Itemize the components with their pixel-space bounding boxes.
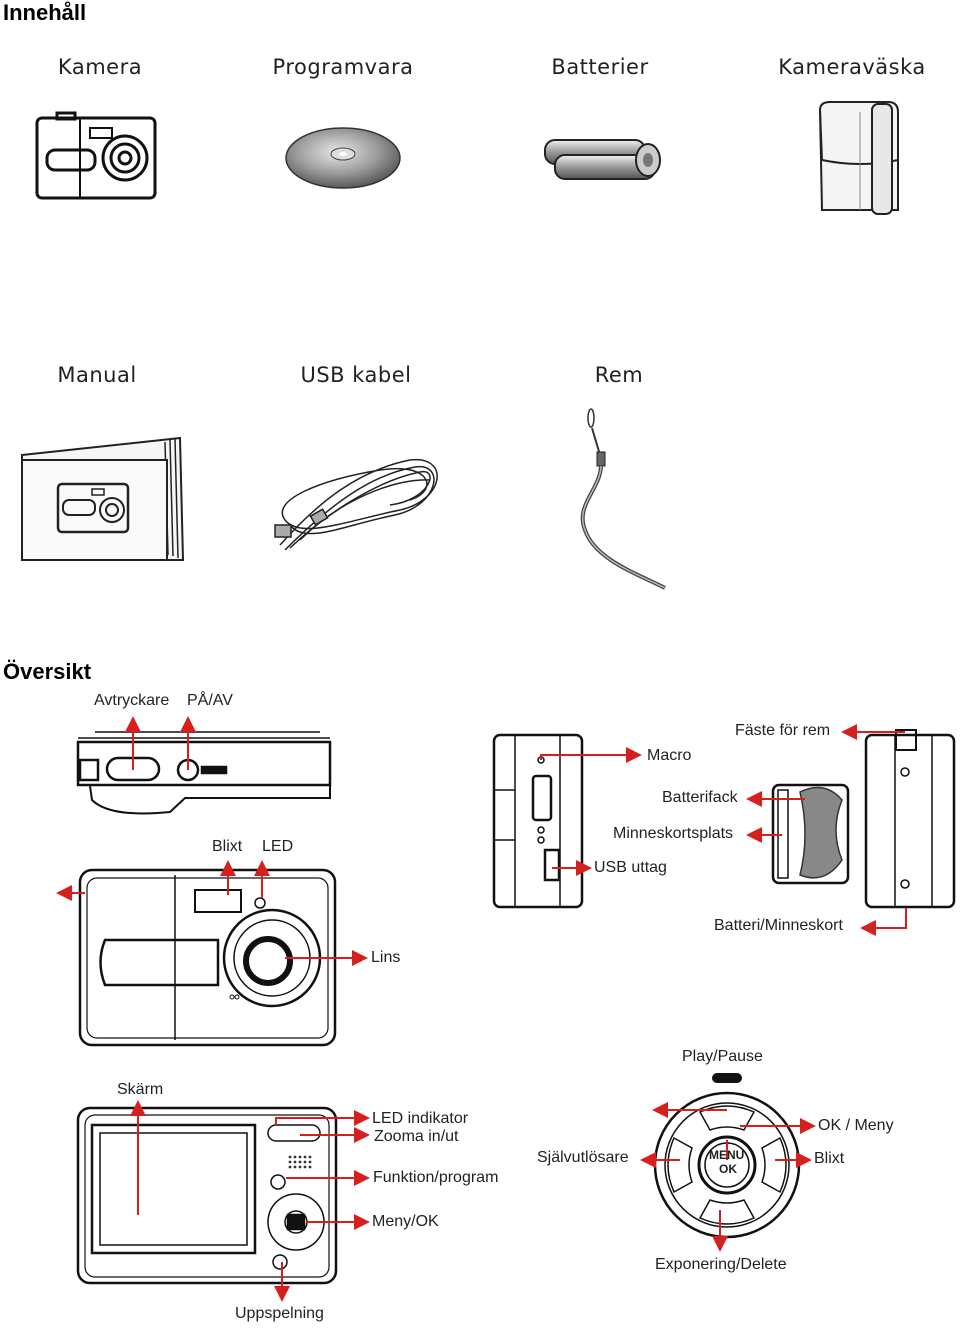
item-label-software: Programvara bbox=[272, 55, 414, 79]
camera-bag-icon bbox=[818, 101, 899, 215]
item-label-camera: Kamera bbox=[57, 55, 143, 79]
function-label: Funktion/program bbox=[373, 1169, 499, 1186]
cd-icon bbox=[285, 127, 401, 189]
camera-top-view bbox=[76, 731, 332, 815]
flash-label: Blixt bbox=[212, 838, 243, 855]
exposure-delete-label: Exponering/Delete bbox=[655, 1256, 787, 1273]
battery-memory-cover-arrow bbox=[860, 908, 907, 936]
menu-ok-label: Meny/OK bbox=[372, 1213, 439, 1230]
strap-icon bbox=[580, 408, 666, 590]
manual-icon bbox=[21, 436, 185, 561]
item-label-batteries: Batterier bbox=[551, 55, 649, 79]
screen-label: Skärm bbox=[117, 1081, 164, 1098]
play-pause-badge bbox=[712, 1073, 742, 1083]
memory-slot-label: Minneskortsplats bbox=[613, 825, 734, 842]
zoom-label: Zooma in/ut bbox=[374, 1128, 459, 1145]
led-indicator-label: LED indikator bbox=[372, 1110, 469, 1127]
dial-flash-label: Blixt bbox=[814, 1150, 845, 1167]
dial-center-menu-label: MENU bbox=[709, 1148, 745, 1162]
usb-port-label: USB uttag bbox=[594, 859, 667, 876]
usb-cable-icon bbox=[274, 458, 438, 551]
speaker-grille bbox=[288, 1155, 312, 1169]
camera-side-view-left bbox=[492, 733, 584, 909]
contents-title: Innehåll bbox=[3, 0, 87, 25]
dial-center-ok-label: OK bbox=[719, 1162, 737, 1176]
macro-arrow bbox=[540, 747, 642, 763]
led-label: LED bbox=[262, 838, 294, 855]
battery-memory-cover-label: Batteri/Minneskort bbox=[714, 917, 843, 934]
battery-compartment-label: Batterifack bbox=[662, 789, 738, 806]
power-label: PÅ/AV bbox=[187, 692, 233, 709]
play-pause-label: Play/Pause bbox=[682, 1048, 763, 1065]
macro-label: Macro bbox=[647, 747, 692, 764]
lens-label: Lins bbox=[371, 949, 401, 966]
camera-side-view-right bbox=[864, 729, 956, 909]
shutter-label: Avtryckare bbox=[94, 692, 170, 709]
overview-title: Översikt bbox=[3, 659, 92, 684]
strap-mount-label: Fäste för rem bbox=[735, 722, 831, 739]
item-label-strap: Rem bbox=[594, 363, 644, 387]
item-label-camera-bag: Kameraväska bbox=[778, 55, 926, 79]
self-timer-label: Självutlösare bbox=[537, 1149, 629, 1166]
camera-icon bbox=[35, 111, 157, 200]
playback-label: Uppspelning bbox=[235, 1305, 324, 1322]
item-label-manual: Manual bbox=[57, 363, 137, 387]
camera-back-view bbox=[76, 1106, 338, 1285]
led-indicator-arrow bbox=[275, 1110, 370, 1126]
ok-menu-label: OK / Meny bbox=[818, 1117, 894, 1134]
item-label-usb-cable: USB kabel bbox=[300, 363, 412, 387]
batteries-icon bbox=[544, 139, 661, 180]
